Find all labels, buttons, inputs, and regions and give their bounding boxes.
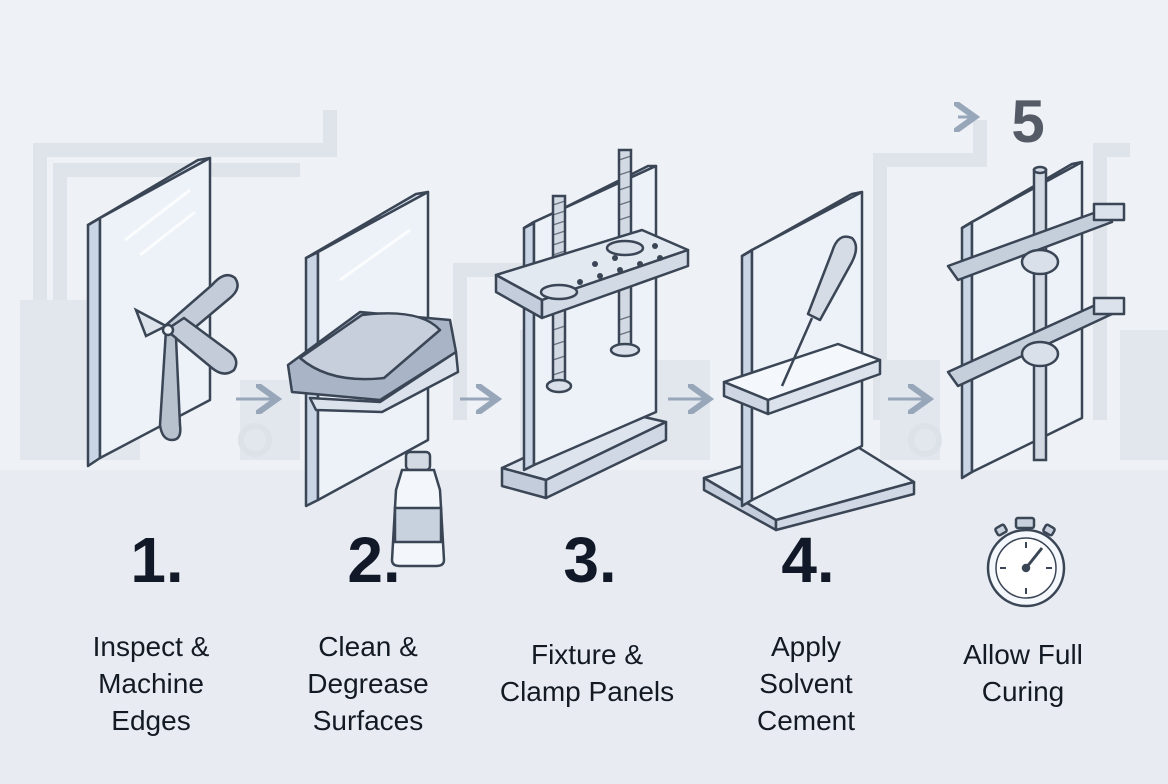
step-2-number: 2. bbox=[347, 524, 401, 596]
step-1-number: 1. bbox=[130, 524, 184, 596]
step-3-label-line-1: Fixture & bbox=[530, 639, 644, 670]
step-1-label-line-3: Edges bbox=[111, 705, 191, 736]
step-2-label-line-2: Degrease bbox=[307, 668, 429, 699]
step-5-label-line-1: Allow Full bbox=[963, 639, 1083, 670]
step-1-illustration bbox=[86, 156, 239, 468]
base-plate bbox=[500, 410, 668, 500]
step-5-label: Allow Full Curing bbox=[913, 636, 1133, 710]
step-3-label: Fixture & Clamp Panels bbox=[477, 636, 697, 710]
step-1-label: Inspect & Machine Edges bbox=[41, 628, 261, 739]
step-4-label: Apply Solvent Cement bbox=[696, 628, 916, 739]
step-4-label-line-2: Solvent bbox=[759, 668, 853, 699]
step-4-label-line-1: Apply bbox=[770, 631, 842, 662]
top-step-number: 5 bbox=[1011, 88, 1045, 155]
clamp-nuts bbox=[539, 239, 645, 394]
step-4-label-line-3: Cement bbox=[756, 705, 856, 736]
step-3-illustration bbox=[494, 148, 690, 500]
step-1-label-line-2: Machine bbox=[98, 668, 204, 699]
step-3-label-line-2: Clamp Panels bbox=[499, 676, 675, 707]
pliers-icon bbox=[133, 273, 239, 442]
step-5-illustration bbox=[946, 160, 1126, 480]
stopwatch-icon bbox=[986, 516, 1066, 608]
cloth-icon bbox=[286, 310, 460, 414]
step-2-label-line-3: Surfaces bbox=[312, 705, 424, 736]
acrylic-panel bbox=[86, 156, 212, 468]
step-3-number: 3. bbox=[563, 524, 617, 596]
step-4-number: 4. bbox=[781, 524, 835, 596]
applicator-needle-icon bbox=[780, 235, 858, 387]
step-2-label: Clean & Degrease Surfaces bbox=[258, 628, 478, 739]
step-1-label-line-1: Inspect & bbox=[92, 631, 210, 662]
vertical-rod bbox=[1032, 165, 1048, 462]
step-2-illustration bbox=[286, 190, 460, 568]
solvent-bottle-icon bbox=[390, 450, 446, 568]
step-4-illustration bbox=[702, 190, 916, 532]
joint-panel bbox=[722, 342, 882, 416]
step-5-label-line-2: Curing bbox=[981, 676, 1065, 707]
step-2-label-line-1: Clean & bbox=[318, 631, 418, 662]
clamp-arm-lower bbox=[946, 296, 1126, 388]
flow-arrows bbox=[236, 117, 972, 399]
clamp-arm-upper bbox=[946, 202, 1126, 282]
